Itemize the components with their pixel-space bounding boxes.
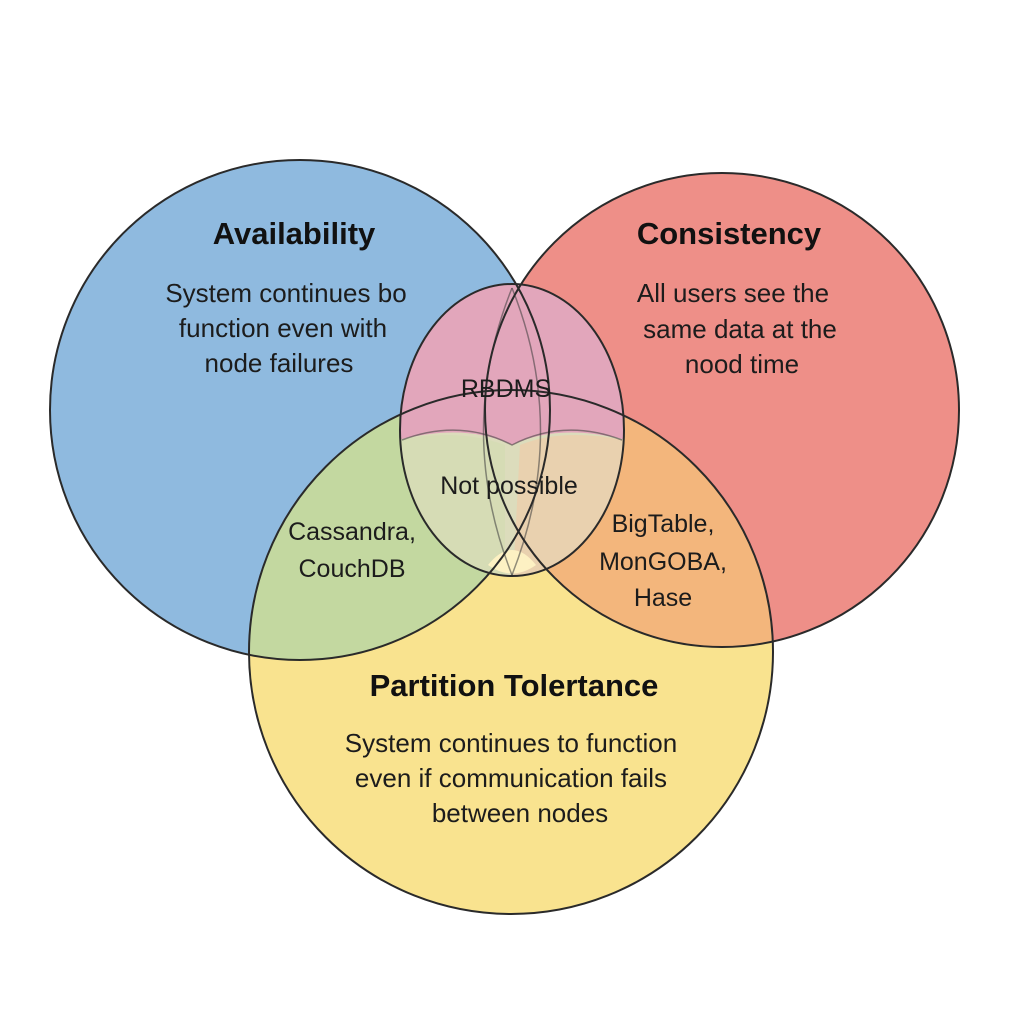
consistency-desc-line-1: All users see the [637,278,829,308]
inner-curve-left [482,287,513,576]
availability-title: Availability [213,216,376,251]
consistency-partition-label-line-2: MonGOBA, [599,548,727,576]
availability-desc-line-3: node failures [205,348,354,378]
center-lens-outline [399,283,625,577]
consistency-partition-overlap [485,390,773,647]
availability-desc-line-2: function even with [179,313,387,343]
consistency-partition-label-line-1: BigTable, [612,510,715,538]
consistency-title: Consistency [637,216,822,251]
consistency-desc-line-3: nood time [685,349,799,379]
inner-curve-right [511,287,542,576]
availability-partition-label-line-2: CouchDB [299,555,406,583]
partition-tolerance-desc-line-2: even if communication fails [355,763,667,793]
lens-bottom-notch [488,550,536,574]
availability-outline [49,159,551,661]
inner-curve-middle [401,429,623,446]
lens-inner-lines [401,287,623,576]
availability-partition-label-line-1: Cassandra, [288,518,416,546]
partition-tolerance-desc-line-3: between nodes [432,798,608,828]
consistency-availability-label: RBDMS [461,375,551,403]
partition-tolerance-desc-line-1: System continues to function [345,728,677,758]
circle-outlines [49,159,960,915]
consistency-partition-label-line-3: Hase [634,584,692,612]
all-three-label: Not possible [440,472,578,500]
consistency-outline [484,172,960,648]
consistency-desc-line-2: same data at the [643,314,837,344]
partition-tolerance-outline [248,389,774,915]
partition-tolerance-title: Partition Tolertance [370,668,659,703]
availability-desc-line-1: System continues bo [165,278,406,308]
